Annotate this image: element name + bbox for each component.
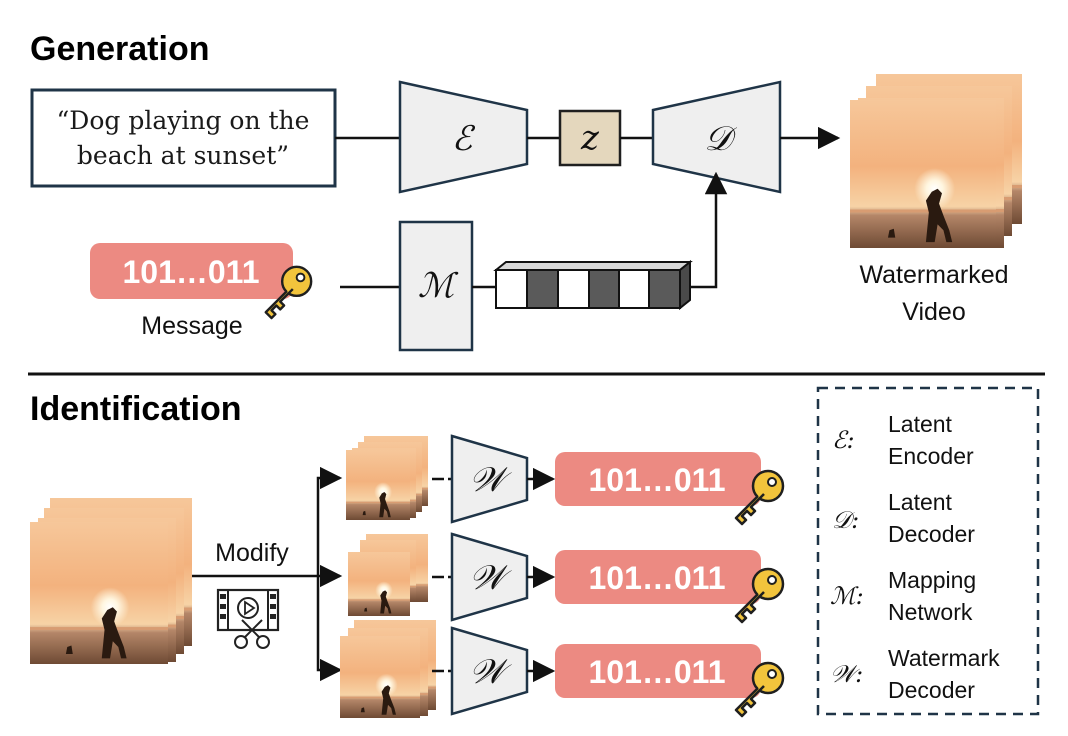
encoder-symbol: ℰ bbox=[452, 119, 476, 159]
legend-line2-2: Decoder bbox=[888, 521, 975, 547]
legend-line1-2: Latent bbox=[888, 489, 953, 515]
legend-line1-3: Mapping bbox=[888, 567, 976, 593]
decoded-bits-1: 101…011 bbox=[588, 462, 725, 498]
watermark-decoder-row-3: 𝒲 101…011 bbox=[432, 626, 785, 718]
prompt-line-1: “Dog playing on the bbox=[57, 106, 310, 135]
identification-title: Identification bbox=[30, 390, 242, 428]
text-prompt-box: “Dog playing on the beach at sunset” bbox=[30, 88, 337, 188]
legend-line1-4: Watermark bbox=[888, 645, 1000, 671]
legend-symbol-4: 𝒲: bbox=[830, 660, 863, 688]
branch-bottom-arrow bbox=[316, 576, 343, 682]
latent-decoder-block: 𝒟 bbox=[651, 80, 782, 194]
input-video-frames bbox=[30, 498, 192, 664]
modified-video-2 bbox=[348, 534, 428, 616]
modify-label: Modify bbox=[215, 539, 289, 567]
latent-z-block: z bbox=[558, 109, 622, 167]
legend-line1-1: Latent bbox=[888, 411, 953, 437]
decoded-bits-2: 101…011 bbox=[588, 560, 725, 596]
message-badge: 101…011 bbox=[90, 243, 293, 299]
mapping-network-block: ℳ bbox=[398, 220, 474, 352]
message-label: Message bbox=[141, 312, 242, 340]
output-label-line-2: Video bbox=[902, 298, 966, 326]
legend-symbol-2: 𝒟: bbox=[832, 506, 859, 534]
mapping-symbol: ℳ bbox=[418, 266, 459, 306]
legend-line2-3: Network bbox=[888, 599, 973, 625]
generation-title: Generation bbox=[30, 30, 209, 68]
prompt-line-2: beach at sunset” bbox=[77, 141, 289, 170]
bit-vector bbox=[493, 259, 693, 311]
modified-video-3 bbox=[340, 620, 436, 718]
watermark-decoder-row-2: 𝒲 101…011 bbox=[432, 532, 785, 624]
modified-video-1 bbox=[346, 436, 428, 520]
output-label-line-1: Watermarked bbox=[859, 261, 1008, 289]
legend-line2-4: Decoder bbox=[888, 677, 975, 703]
latent-symbol: z bbox=[580, 118, 600, 158]
legend-symbol-1: ℰ: bbox=[832, 426, 855, 454]
watermarked-video-frames bbox=[850, 74, 1022, 248]
message-bits: 101…011 bbox=[122, 254, 259, 290]
legend-line2-1: Encoder bbox=[888, 443, 974, 469]
bits-to-decoder-arrow bbox=[690, 171, 728, 289]
legend-symbol-3: ℳ: bbox=[830, 582, 864, 610]
latent-encoder-block: ℰ bbox=[398, 80, 529, 194]
decoded-bits-3: 101…011 bbox=[588, 654, 725, 690]
branch-top-arrow bbox=[316, 466, 343, 576]
watermark-decoder-row-1: 𝒲 101…011 bbox=[432, 434, 785, 526]
legend: ℰ: Latent Encoder 𝒟: Latent Decoder ℳ: M… bbox=[816, 386, 1040, 716]
video-edit-icon bbox=[216, 588, 280, 649]
